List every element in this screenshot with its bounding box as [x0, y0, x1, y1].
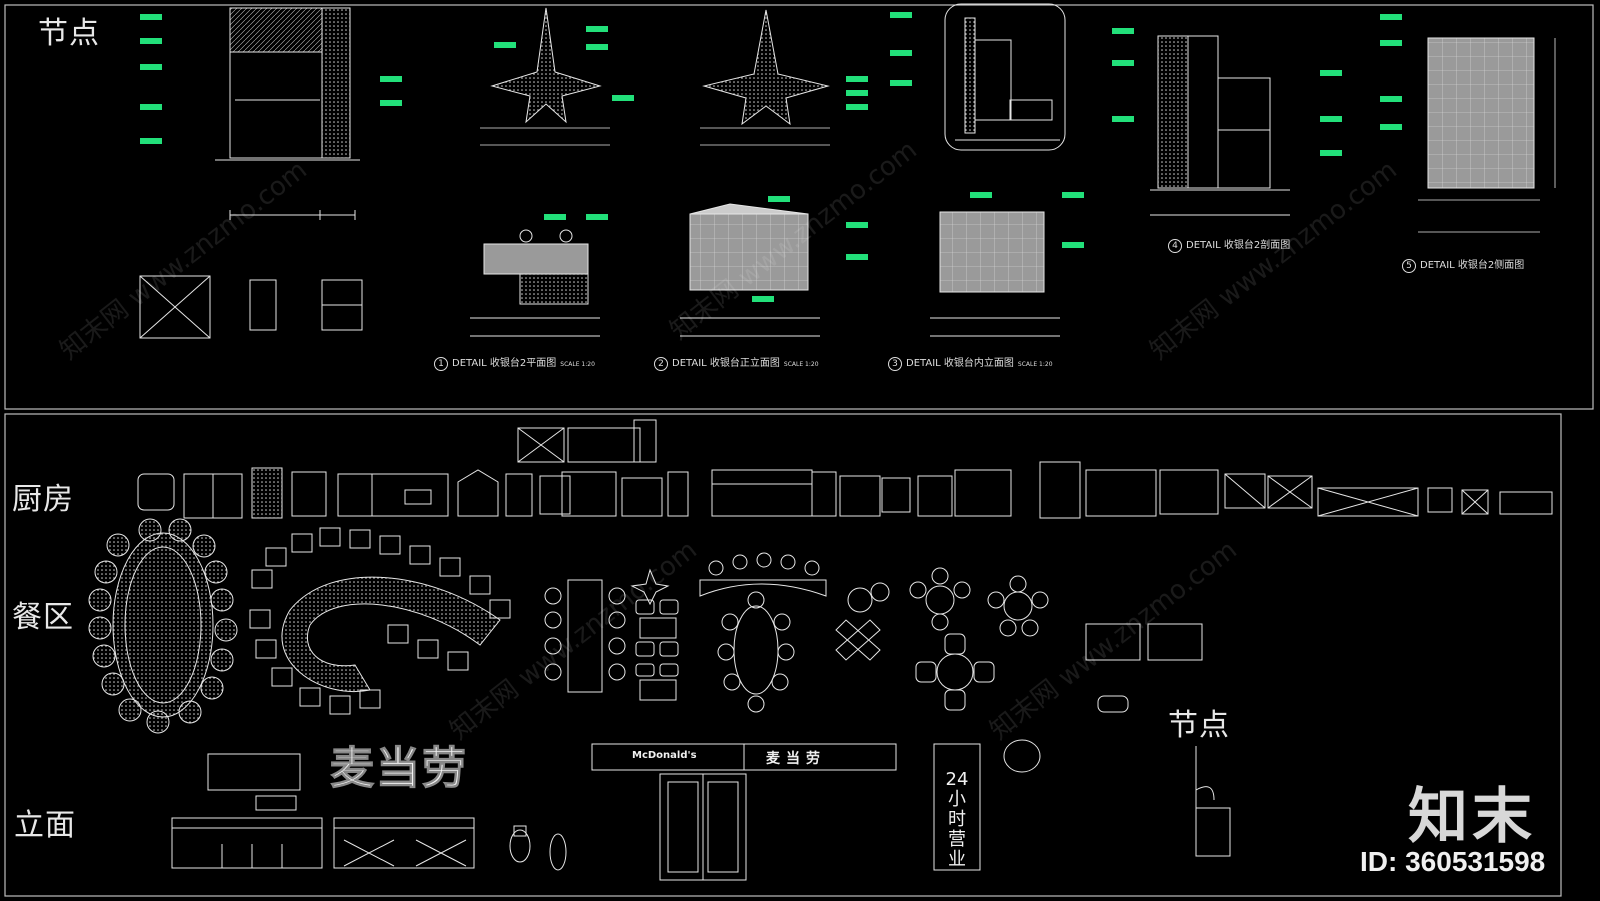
- dining-floral-decor: [630, 568, 670, 606]
- dim-tags-1: [140, 14, 402, 144]
- mcdonalds-english-sign: McDonald's: [632, 750, 697, 761]
- detail-scale-2: SCALE 1:20: [783, 361, 819, 368]
- detail-caption-5: 5 DETAIL 收银台2侧面图: [1402, 256, 1524, 273]
- detail-title-4: DETAIL 收银台2剖面图: [1186, 240, 1291, 251]
- elevation-counter: [171, 753, 567, 871]
- mcdonalds-chinese-logo: 麦当劳: [330, 743, 468, 795]
- watermark-logo: 知末: [1408, 782, 1536, 852]
- detail-title-1: DETAIL 收银台2平面图: [452, 358, 557, 369]
- vertical-sign-panel: [933, 739, 1041, 871]
- detail-title-2: DETAIL 收银台正立面图: [672, 358, 780, 369]
- detail-side-drawing-5: [1427, 37, 1535, 189]
- detail-number-2: 2: [654, 357, 668, 371]
- dining-long-table: [544, 579, 626, 693]
- dining-oval-chairs: [88, 518, 238, 734]
- kitchen-equipment-row: [137, 419, 1553, 519]
- detail-scale-1: SCALE 1:20: [560, 361, 595, 368]
- side-dims: [1418, 38, 1556, 233]
- dining-oval-table: [112, 532, 214, 718]
- node-detail-bottom: [1097, 695, 1231, 857]
- detail-scale-3: SCALE 1:20: [1017, 361, 1053, 368]
- upper-frame: [4, 4, 1594, 410]
- small-plan-drawings: [139, 275, 363, 339]
- detail-3-elevation: [930, 211, 1060, 337]
- detail-star-2: [702, 9, 830, 126]
- detail-section-drawing-4: [1150, 35, 1290, 216]
- dining-curved-bench: [281, 576, 501, 692]
- section-label-node-bottom: 节点: [1168, 708, 1230, 743]
- detail-section-drawing-1: [215, 7, 360, 220]
- detail-title-3: DETAIL 收银台内立面图: [906, 358, 1014, 369]
- detail-number-4: 4: [1168, 239, 1182, 253]
- detail-caption-4: 4 DETAIL 收银台2剖面图: [1168, 236, 1290, 253]
- mcd-door-elevation: [591, 743, 897, 881]
- dim-tags-6: [544, 192, 1084, 302]
- section-label-elevation: 立面: [14, 808, 76, 843]
- detail-1-plan: [470, 229, 600, 337]
- detail-title-5: DETAIL 收银台2侧面图: [1420, 260, 1525, 271]
- dim-tags-5: [1380, 14, 1402, 130]
- section-label-dining: 餐区: [12, 600, 74, 635]
- dining-curved-seats: [249, 527, 511, 715]
- detail-number-3: 3: [888, 357, 902, 371]
- dim-tags-3: [890, 12, 912, 86]
- detail-section-drawing-3: [944, 3, 1066, 151]
- mcdonalds-chinese-sign: 麦当劳: [766, 751, 826, 767]
- dim-tags-4: [1112, 28, 1342, 156]
- section-label-kitchen: 厨房: [12, 482, 74, 517]
- detail-2-elevation: [680, 203, 820, 337]
- lower-frame: [4, 413, 1562, 897]
- dim-tags-2: [494, 26, 868, 110]
- detail-number-5: 5: [1402, 259, 1416, 273]
- dining-small-tables: [635, 552, 1203, 713]
- detail-number-1: 1: [434, 357, 448, 371]
- watermark-id: ID: 360531598: [1360, 846, 1546, 877]
- open-24-hours-sign: 24小时营业: [945, 769, 969, 870]
- detail-star-1: [490, 7, 602, 124]
- section-label-node-top: 节点: [38, 16, 100, 51]
- star-dims: [480, 127, 830, 146]
